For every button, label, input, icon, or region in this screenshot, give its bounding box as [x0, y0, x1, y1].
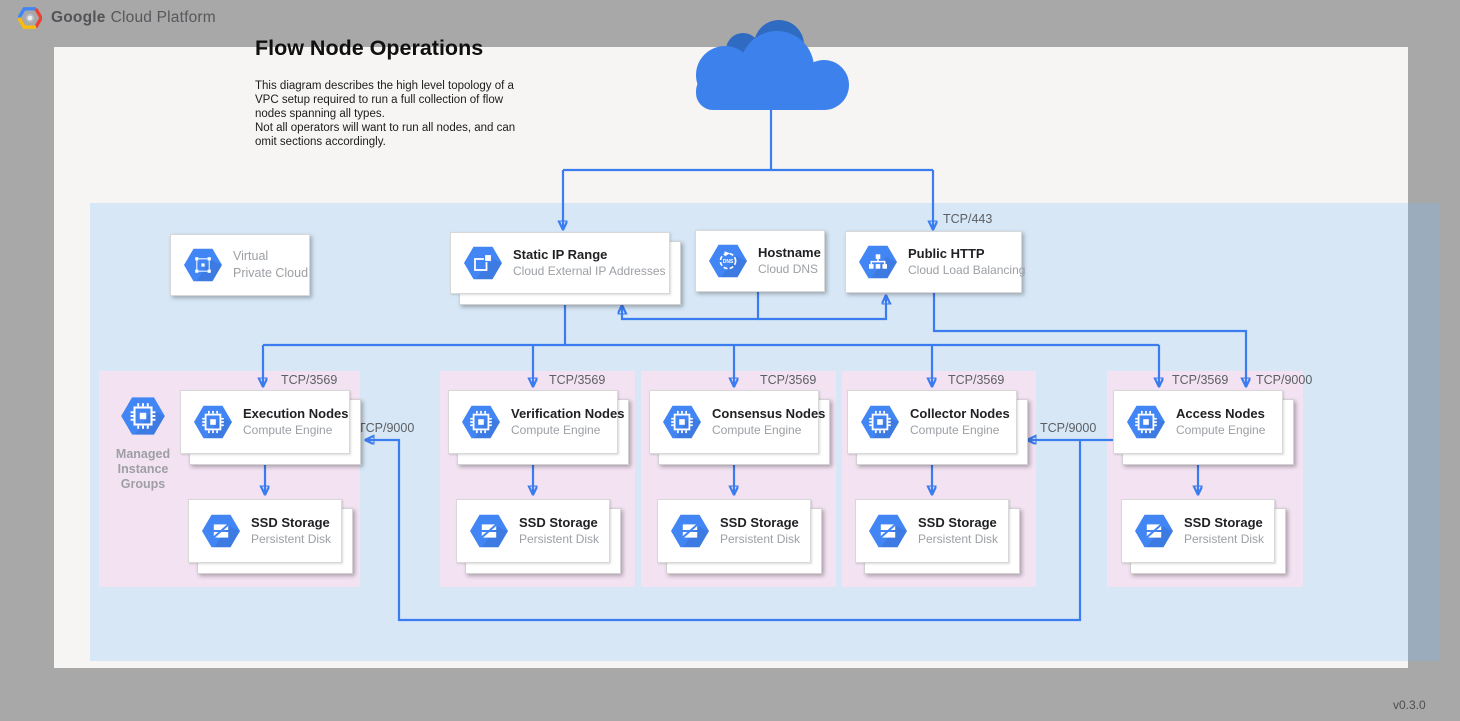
card-subtitle: Cloud Load Balancing: [908, 262, 1026, 277]
static-ip-range-card: Static IP Range Cloud External IP Addres…: [450, 232, 681, 305]
card-subtitle: Persistent Disk: [519, 531, 600, 546]
persistent-disk-icon: [868, 514, 908, 548]
version-label: v0.3.0: [1393, 698, 1426, 712]
compute-engine-icon: [193, 405, 233, 439]
card-subtitle: Compute Engine: [1176, 422, 1266, 437]
internet-cloud-icon: [696, 20, 849, 110]
managed-instance-groups-label: Managed Instance Groups: [115, 447, 171, 491]
page-title: Flow Node Operations: [255, 36, 484, 60]
card-title: SSD Storage: [251, 514, 330, 530]
google-cloud-logo-icon: [18, 7, 42, 29]
persistent-disk-icon: [469, 514, 509, 548]
card-subtitle: Compute Engine: [243, 422, 333, 437]
card-subtitle: Persistent Disk: [1184, 531, 1265, 546]
card-title: SSD Storage: [519, 514, 598, 530]
card-subtitle: Cloud External IP Addresses: [513, 263, 666, 278]
port-label-tcp9000: TCP/9000: [1040, 421, 1097, 435]
compute-engine-icon: [1126, 405, 1166, 439]
card-title: SSD Storage: [1184, 514, 1263, 530]
vpc-icon: [183, 248, 223, 282]
compute-engine-icon: [461, 405, 501, 439]
card-title: Access Nodes: [1176, 405, 1265, 421]
card-title: Hostname: [758, 244, 821, 260]
card-title: SSD Storage: [720, 514, 799, 530]
card-title: Collector Nodes: [910, 405, 1010, 421]
port-label-tcp9000: TCP/9000: [358, 421, 415, 435]
card-subtitle: Compute Engine: [712, 422, 802, 437]
card-subtitle: Cloud DNS: [758, 261, 819, 276]
compute-engine-icon: [662, 405, 702, 439]
port-label-tcp3569: TCP/3569: [281, 373, 338, 387]
port-label-tcp443: TCP/443: [943, 212, 993, 226]
persistent-disk-icon: [201, 514, 241, 548]
card-title: Static IP Range: [513, 246, 608, 262]
virtual-private-cloud-card: Virtual Private Cloud: [170, 234, 310, 296]
card-title: Public HTTP: [908, 245, 985, 261]
card-subtitle: Persistent Disk: [251, 531, 332, 546]
hostname-card: DNS Hostname Cloud DNS: [695, 230, 825, 292]
card-title: Consensus Nodes: [712, 405, 826, 421]
port-label-tcp3569: TCP/3569: [1172, 373, 1229, 387]
port-label-tcp9000: TCP/9000: [1256, 373, 1313, 387]
load-balancer-icon: [858, 245, 898, 279]
external-ip-icon: [463, 246, 503, 280]
port-label-tcp3569: TCP/3569: [760, 373, 817, 387]
public-http-card: Public HTTP Cloud Load Balancing: [845, 231, 1026, 293]
brand-google: Google: [51, 9, 106, 26]
card-title: SSD Storage: [918, 514, 997, 530]
card-subtitle: Compute Engine: [511, 422, 601, 437]
svg-text:DNS: DNS: [723, 259, 734, 265]
card-title: Execution Nodes: [243, 405, 349, 421]
card-subtitle: Persistent Disk: [720, 531, 801, 546]
managed-instance-groups-icon: [120, 396, 166, 436]
card-subtitle: Compute Engine: [910, 422, 1000, 437]
card-title: Virtual Private Cloud: [233, 249, 309, 280]
persistent-disk-icon: [670, 514, 710, 548]
card-title: Verification Nodes: [511, 405, 625, 421]
persistent-disk-icon: [1134, 514, 1174, 548]
compute-engine-icon: [860, 405, 900, 439]
diagram-description: This diagram describes the high level to…: [255, 80, 516, 148]
port-label-tcp3569: TCP/3569: [549, 373, 606, 387]
brand-cloud-platform: Cloud Platform: [110, 9, 216, 26]
port-label-tcp3569: TCP/3569: [948, 373, 1005, 387]
cloud-dns-icon: DNS: [708, 244, 748, 278]
card-subtitle: Persistent Disk: [918, 531, 999, 546]
